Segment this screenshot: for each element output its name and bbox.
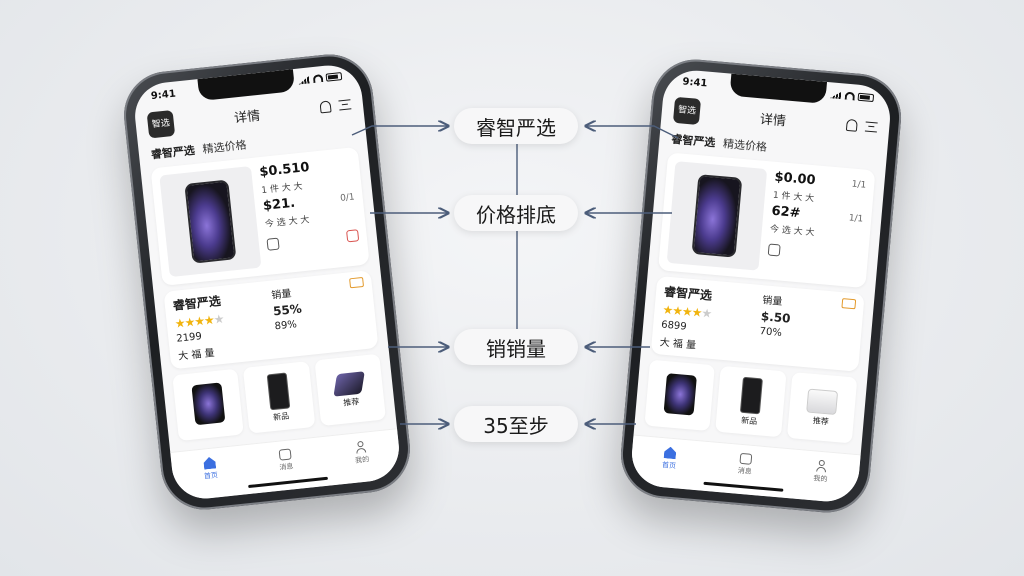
label-brand[interactable]: 睿智严选 — [454, 108, 578, 144]
label-steps[interactable]: 35至步 — [454, 406, 578, 442]
label-sales[interactable]: 销销量 — [454, 329, 578, 365]
arrow-right-brand — [586, 126, 679, 139]
label-price-sort[interactable]: 价格排底 — [454, 195, 578, 231]
arrow-left-brand — [351, 126, 448, 136]
